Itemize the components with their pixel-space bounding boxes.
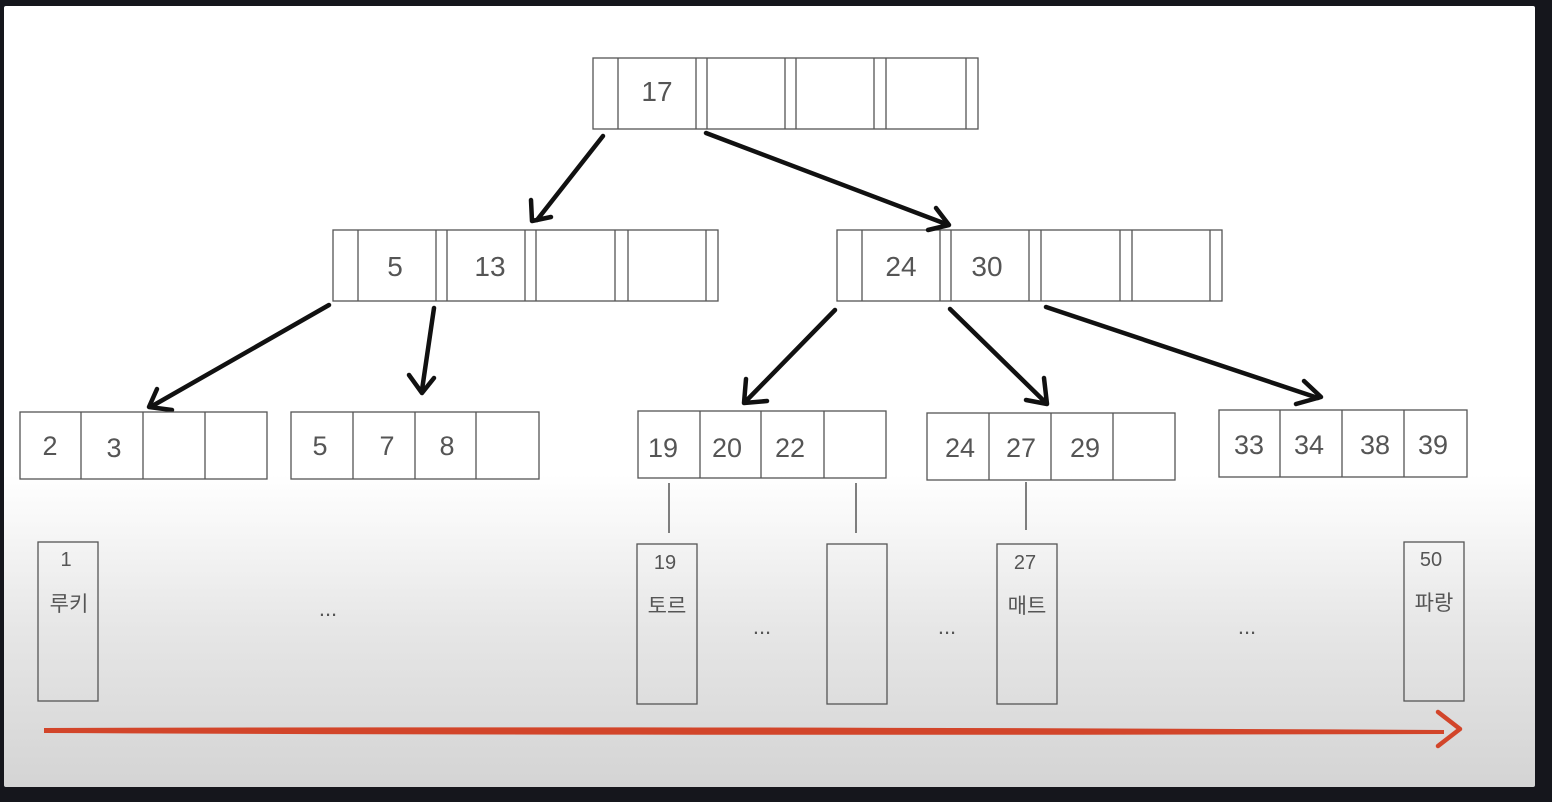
internal-left-key-2: 13 xyxy=(474,251,505,282)
diagram-canvas: 17 5 13 24 30 xyxy=(4,6,1535,787)
leaf-node-5 xyxy=(1218,409,1468,478)
internal-right-key-1: 24 xyxy=(885,251,916,282)
leaf2-key-2: 7 xyxy=(379,431,394,461)
leaf3-key-2: 20 xyxy=(712,433,742,463)
tree-arrows xyxy=(146,130,1324,413)
arrow-root-to-left xyxy=(534,133,606,223)
record-19-name: 토르 xyxy=(648,594,687,618)
ellipsis-3: ... xyxy=(938,614,956,639)
arrowhead-right-to-leaf5 xyxy=(1293,378,1324,407)
arrowhead-root-to-right xyxy=(925,205,952,233)
leaf3-key-3: 22 xyxy=(775,433,805,463)
root-node xyxy=(592,57,979,130)
record-pointers xyxy=(668,482,1027,533)
leaf-node-2 xyxy=(290,411,540,480)
leaf1-key-1: 2 xyxy=(42,431,57,461)
record-27 xyxy=(996,543,1058,705)
arrow-left-to-leaf1 xyxy=(151,302,332,408)
record-50-id: 50 xyxy=(1420,549,1442,571)
leaf4-key-3: 29 xyxy=(1070,433,1100,463)
leaf4-key-2: 27 xyxy=(1006,433,1036,463)
scan-arrow-head xyxy=(1435,709,1463,749)
record-50-name: 파랑 xyxy=(1415,591,1454,615)
record-blank xyxy=(826,543,888,705)
leaf2-key-1: 5 xyxy=(312,431,327,461)
leaf-node-3 xyxy=(637,410,887,479)
arrowhead-left-to-leaf2 xyxy=(406,372,437,396)
leaf1-key-2: 3 xyxy=(106,433,121,463)
scan-arrow-shaft xyxy=(44,727,1444,735)
record-1-id: 1 xyxy=(60,549,71,571)
record-19 xyxy=(636,543,698,705)
leaf-node-1 xyxy=(19,411,268,480)
ellipsis-2: ... xyxy=(753,614,771,639)
record-19-id: 19 xyxy=(654,552,676,574)
internal-left-key-1: 5 xyxy=(387,251,403,282)
record-1-name: 루키 xyxy=(50,592,89,616)
record-1 xyxy=(37,541,99,702)
arrow-right-to-leaf4 xyxy=(947,306,1046,403)
arrow-right-to-leaf3 xyxy=(745,307,838,402)
arrowhead-root-to-left xyxy=(528,197,554,224)
root-key-1: 17 xyxy=(641,76,672,107)
internal-node-right xyxy=(836,229,1223,302)
internal-node-left xyxy=(332,229,719,302)
data-records xyxy=(37,541,1465,705)
arrow-left-to-leaf2 xyxy=(419,305,437,393)
ellipsis-4: ... xyxy=(1238,614,1256,639)
arrowhead-right-to-leaf4 xyxy=(1023,375,1050,407)
arrow-right-to-leaf5 xyxy=(1043,304,1321,401)
leaf-node-4 xyxy=(926,412,1176,481)
sequential-scan-arrow xyxy=(44,709,1463,749)
record-27-id: 27 xyxy=(1014,552,1036,574)
leaf3-key-1: 19 xyxy=(648,433,678,463)
leaf5-key-4: 39 xyxy=(1418,430,1448,460)
leaf2-key-3: 8 xyxy=(439,431,454,461)
record-50 xyxy=(1403,541,1465,702)
ellipsis-1: ... xyxy=(319,596,337,621)
internal-right-key-2: 30 xyxy=(971,251,1002,282)
arrow-root-to-right xyxy=(703,130,949,227)
leaf4-key-1: 24 xyxy=(945,433,975,463)
arrowhead-left-to-leaf1 xyxy=(146,386,175,413)
arrowhead-right-to-leaf3 xyxy=(741,376,770,406)
leaf5-key-1: 33 xyxy=(1234,430,1264,460)
leaf5-key-2: 34 xyxy=(1294,430,1324,460)
leaf5-key-3: 38 xyxy=(1360,430,1390,460)
record-27-name: 매트 xyxy=(1008,594,1047,618)
btree-diagram: 17 5 13 24 30 xyxy=(19,57,1468,749)
